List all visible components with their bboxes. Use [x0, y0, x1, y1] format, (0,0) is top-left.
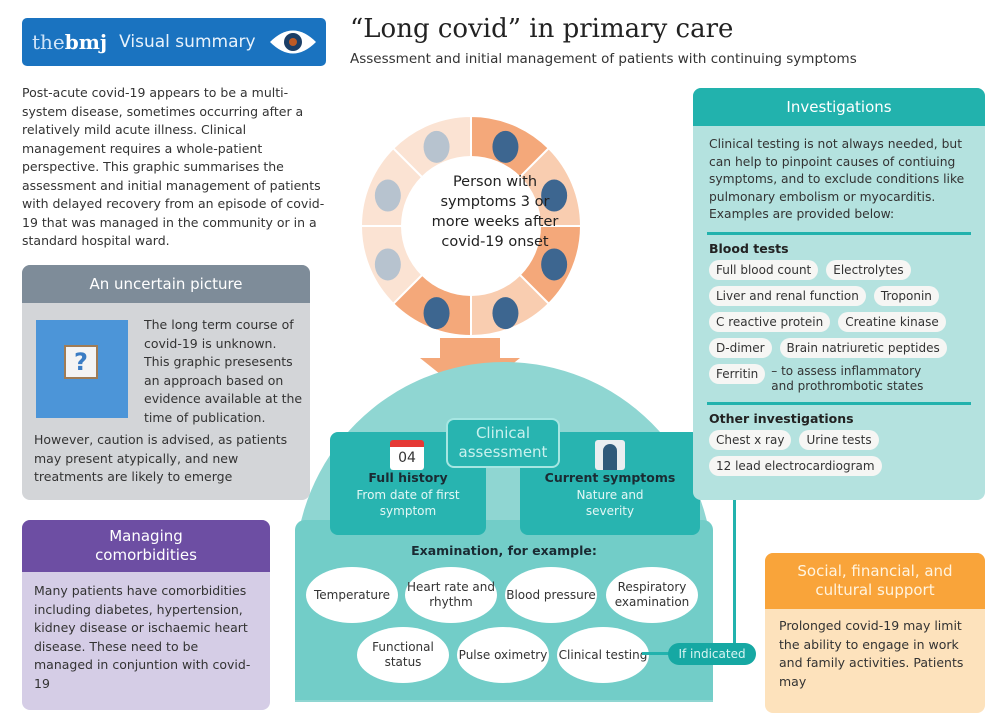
test-chip: C reactive protein — [709, 311, 831, 332]
badge-label: Visual summary — [119, 32, 256, 52]
center-text: Person with symptoms 3 or more weeks aft… — [431, 174, 559, 250]
panel-text: However, caution is advised, as patients… — [34, 432, 288, 484]
person-icon — [595, 440, 625, 470]
connector-line — [733, 500, 736, 650]
patient-figure-icon — [423, 297, 450, 330]
patient-figure-icon — [541, 179, 568, 212]
panel-header: Social, financial, and cultural support — [765, 553, 985, 609]
patient-figure-icon — [423, 130, 450, 163]
panel-text: Prolonged covid-19 may limit the ability… — [779, 618, 964, 689]
center-circle — [401, 156, 541, 296]
uncertain-picture-panel: An uncertain picture ? The long term cou… — [22, 265, 310, 500]
bmj-logo: thebmj — [32, 30, 108, 54]
exam-oval: Functional status — [357, 627, 449, 683]
test-chip: D-dimer — [709, 337, 772, 358]
page-subtitle: Assessment and initial management of pat… — [350, 51, 857, 67]
divider — [707, 401, 971, 405]
test-chip: Troponin — [873, 285, 939, 306]
exam-oval: Blood pressure — [505, 567, 597, 623]
exam-oval: Clinical testing — [557, 627, 649, 683]
card-text: From date of first symptom — [356, 488, 460, 518]
patient-figure-icon — [374, 248, 401, 281]
ferritin-note: – to assess inflammatory and prothrombot… — [771, 363, 924, 393]
page-title: “Long covid” in primary care — [350, 14, 734, 44]
panel-text: The long term course of covid-19 is unkn… — [144, 317, 303, 425]
exam-oval: Temperature — [306, 567, 398, 623]
test-chip: Liver and renal function — [709, 285, 866, 306]
eye-icon — [269, 30, 316, 54]
clinical-assessment-label: Clinical assessment — [446, 418, 560, 468]
exam-oval: Pulse oximetry — [457, 627, 549, 683]
card-title: Current symptoms — [544, 470, 676, 485]
blood-test-list: Full blood count Electrolytes Liver and … — [693, 259, 973, 358]
if-indicated-pill: If indicated — [668, 643, 756, 665]
exam-oval: Respiratory examination — [606, 567, 698, 623]
intro-text: Post-acute covid-19 appears to be a mult… — [22, 85, 325, 248]
card-text: Nature and severity — [576, 488, 644, 518]
comorbidities-panel: Managing comorbidities Many patients hav… — [22, 520, 270, 710]
test-chip: Electrolytes — [826, 259, 911, 280]
test-chip: Urine tests — [799, 429, 879, 450]
panel-text: Many patients have comorbidities includi… — [34, 583, 251, 691]
patient-figure-icon — [541, 248, 568, 281]
social-support-panel: Social, financial, and cultural support … — [765, 553, 985, 713]
exam-oval: Heart rate and rhythm — [405, 567, 497, 623]
examination-label: Examination, for example: — [411, 543, 597, 558]
panel-header: Managing comorbidities — [22, 520, 270, 572]
bmj-visual-summary-badge: thebmj Visual summary — [22, 18, 326, 66]
test-chip: Chest x ray — [709, 429, 792, 450]
patient-figure-icon — [492, 130, 519, 163]
investigations-panel: Investigations Clinical testing is not a… — [693, 88, 985, 500]
section-label: Other investigations — [709, 410, 854, 426]
test-chip: Ferritin — [709, 363, 766, 384]
test-chip: Creatine kinase — [838, 311, 946, 332]
card-title: Full history — [368, 470, 448, 485]
other-test-list: Chest x ray Urine tests 12 lead electroc… — [693, 429, 973, 476]
divider — [707, 231, 971, 235]
test-chip: Brain natriuretic peptides — [779, 337, 947, 358]
patient-figure-icon — [492, 297, 519, 330]
panel-header: An uncertain picture — [22, 265, 310, 303]
calendar-icon: 04 — [390, 440, 424, 470]
section-label: Blood tests — [709, 240, 789, 256]
patient-figure-icon — [374, 179, 401, 212]
test-chip: Full blood count — [709, 259, 819, 280]
test-chip: 12 lead electrocardiogram — [709, 455, 882, 476]
question-easel-icon: ? — [36, 320, 128, 418]
patient-ring — [360, 115, 582, 337]
connector-line — [642, 652, 672, 655]
panel-text: Clinical testing is not always needed, b… — [709, 137, 965, 221]
panel-header: Investigations — [693, 88, 985, 126]
